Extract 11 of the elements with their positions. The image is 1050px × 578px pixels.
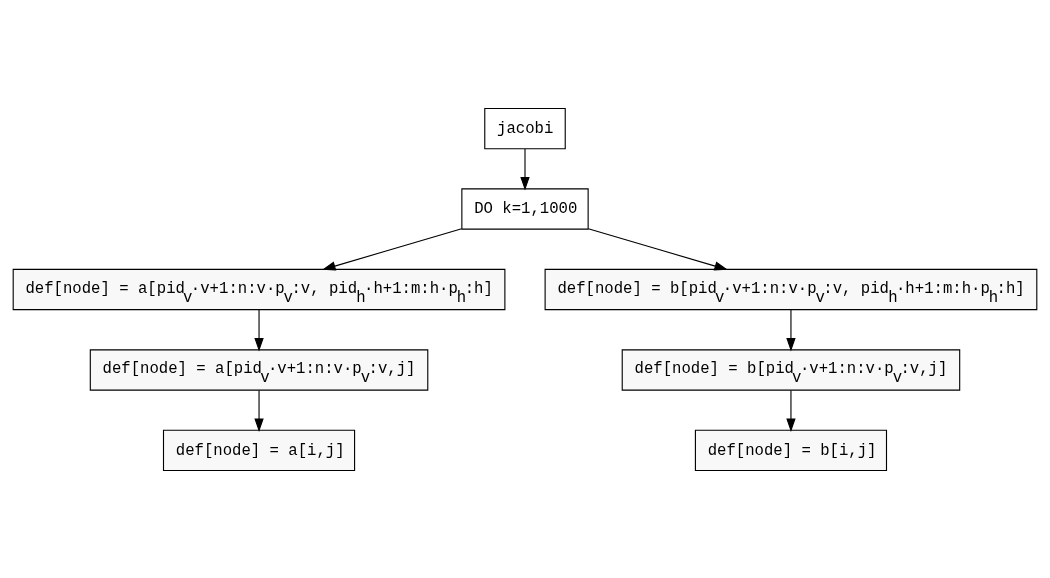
arrow <box>786 308 796 351</box>
arrow <box>254 389 264 432</box>
node-box: def[node] = b[i,j] <box>694 429 888 471</box>
node-box: jacobi <box>484 107 566 149</box>
arrow <box>587 227 728 271</box>
node-box: DO k=1,1000 <box>461 187 589 230</box>
arrow <box>520 147 530 190</box>
arrow <box>786 389 796 432</box>
arrow <box>322 227 463 271</box>
node-box: def[node] = a[i,j] <box>162 429 356 471</box>
arrow <box>254 308 264 351</box>
